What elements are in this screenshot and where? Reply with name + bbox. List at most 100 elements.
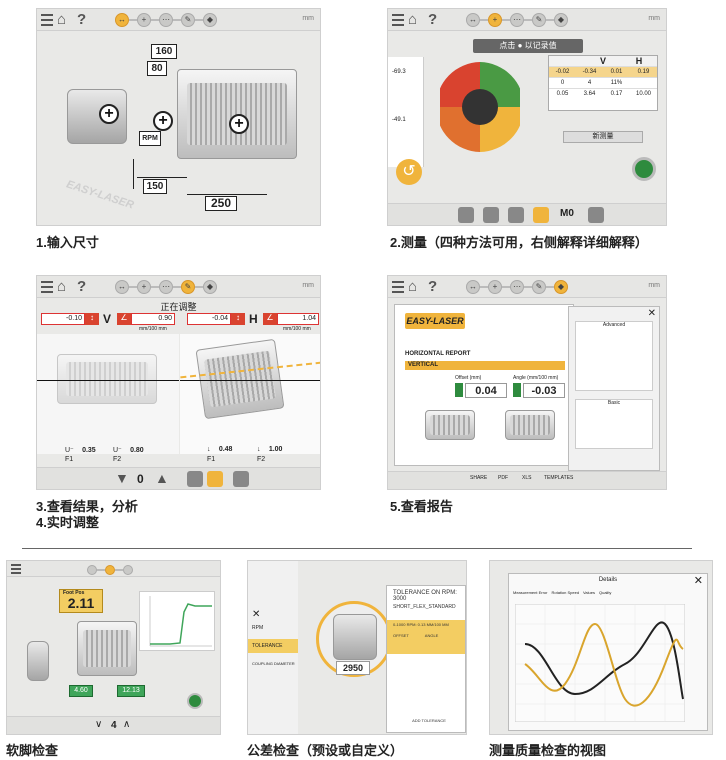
step-measure-icon[interactable]: +	[488, 280, 502, 294]
menu-coupling-diameter[interactable]: COUPLING DIAMETER	[252, 661, 295, 666]
help-icon[interactable]: ?	[77, 11, 87, 28]
step-icon[interactable]	[123, 565, 133, 575]
help-icon[interactable]: ?	[77, 278, 87, 295]
home-icon[interactable]: ⌂	[57, 11, 67, 28]
method-clock-icon[interactable]	[508, 207, 524, 223]
step-measure-icon[interactable]: +	[137, 280, 151, 294]
step-icon[interactable]	[87, 565, 97, 575]
share-button[interactable]: SHARE	[470, 475, 488, 481]
step-report-icon[interactable]: ◆	[203, 13, 217, 27]
details-tabs: Measurement Error Rotation Speed Values …	[513, 590, 611, 595]
step-result-icon[interactable]: ⋯	[510, 280, 524, 294]
home-icon[interactable]: ⌂	[57, 278, 67, 295]
dimension-80[interactable]: 80	[147, 61, 167, 76]
step-report-icon[interactable]: ◆	[554, 13, 568, 27]
tab-values[interactable]: Values	[583, 590, 595, 595]
step-adjust-icon[interactable]: ✎	[532, 280, 546, 294]
step-dimensions-icon[interactable]: ↔	[466, 280, 480, 294]
offset-icon: ↕	[231, 313, 245, 325]
dimension-250[interactable]: 250	[205, 196, 237, 211]
new-measurement-button[interactable]: 新测量	[563, 131, 643, 143]
record-button[interactable]	[187, 693, 203, 709]
next-foot-icon[interactable]: ∧	[123, 719, 131, 730]
tab-quality[interactable]: Quality	[598, 590, 612, 595]
live-adjust-icon[interactable]	[207, 471, 223, 487]
step-report-icon[interactable]: ◆	[203, 280, 217, 294]
template-advanced[interactable]: Advanced	[575, 321, 653, 391]
tolerance-select[interactable]: SHORT_FLEX_STANDARD	[393, 604, 456, 610]
step-dimensions-icon[interactable]: ↔	[115, 13, 129, 27]
step-report-icon[interactable]: ◆	[554, 280, 568, 294]
dim-line	[187, 194, 267, 195]
pdf-button[interactable]: PDF	[498, 475, 508, 481]
tab-measurement-error[interactable]: Measurement Error	[513, 590, 548, 595]
rpm-input[interactable]: 2950	[336, 661, 370, 675]
add-tolerance-button[interactable]: ADD TOLERANCE	[412, 718, 446, 723]
menu-rpm[interactable]: RPM	[252, 625, 264, 631]
dimension-160[interactable]: 160	[151, 44, 177, 59]
template-basic[interactable]: Basic	[575, 399, 653, 449]
motor-drawing	[195, 338, 285, 420]
foot-value: 2.11	[67, 595, 95, 611]
rpm-label[interactable]: RPM	[139, 131, 161, 146]
step-measure-icon[interactable]: +	[137, 13, 151, 27]
step-icon[interactable]	[105, 565, 115, 575]
screen-measure: ⌂ ? ↔ + ⋯ ✎ ◆ mm 点击 ● 以记录值 -69.3 -49.1 V…	[387, 8, 667, 226]
help-icon[interactable]: ?	[428, 278, 438, 295]
home-icon[interactable]: ⌂	[408, 278, 418, 295]
f2-label: F2	[113, 456, 122, 463]
step-result-icon[interactable]: ⋯	[159, 13, 173, 27]
bottom-value: M0	[560, 208, 574, 219]
menu-icon[interactable]	[392, 281, 404, 293]
help-icon[interactable]: ?	[428, 11, 438, 28]
arrow-up-icon[interactable]: ▲	[155, 470, 169, 486]
step-adjust-icon[interactable]: ✎	[532, 13, 546, 27]
xls-button[interactable]: XLS	[522, 475, 532, 481]
arrow-down-icon[interactable]: ▼	[115, 470, 129, 486]
close-icon[interactable]: ✕	[693, 575, 703, 587]
top-toolbar: ⌂ ? ↔ + ⋯ ✎ ◆ mm	[388, 276, 666, 298]
menu-icon[interactable]	[41, 14, 53, 26]
method-9-12-3-icon[interactable]	[483, 207, 499, 223]
templates-button[interactable]: TEMPLATES	[544, 475, 574, 481]
view-icon[interactable]	[187, 471, 203, 487]
method-easyturn-icon[interactable]	[458, 207, 474, 223]
caption-soft-foot: 软脚检查	[6, 743, 59, 758]
close-icon[interactable]: ✕	[252, 609, 261, 620]
unit-label: mm	[648, 282, 660, 289]
tab-rotation-speed[interactable]: Rotation Speed	[551, 590, 580, 595]
record-button[interactable]	[632, 157, 656, 181]
tolerance-row[interactable]: 0-1000 RPM: 0.13 MM/100 MM OFFSET ANGLE	[387, 620, 465, 654]
step-measure-icon[interactable]: +	[488, 13, 502, 27]
save-icon[interactable]	[233, 471, 249, 487]
angle-icon: ∠	[263, 313, 277, 325]
horizontal-offset-value: -0.04	[187, 313, 231, 325]
prev-foot-icon[interactable]: ∨	[95, 719, 103, 730]
step-adjust-icon[interactable]: ✎	[181, 13, 195, 27]
save-icon[interactable]	[588, 207, 604, 223]
menu-icon[interactable]	[392, 14, 404, 26]
undo-icon[interactable]: ↺	[396, 159, 422, 185]
workflow-steps: ↔ + ⋯ ✎ ◆	[466, 13, 568, 27]
step-result-icon[interactable]: ⋯	[510, 13, 524, 27]
step-dimensions-icon[interactable]: ↔	[115, 280, 129, 294]
ok-indicator	[455, 383, 463, 397]
step-dimensions-icon[interactable]: ↔	[466, 13, 480, 27]
menu-tolerance[interactable]: TOLERANCE	[248, 639, 298, 653]
step-adjust-icon[interactable]: ✎	[181, 280, 195, 294]
home-icon[interactable]: ⌂	[408, 11, 418, 28]
rotation-dial[interactable]	[440, 57, 520, 157]
step-result-icon[interactable]: ⋯	[159, 280, 173, 294]
close-icon[interactable]: ✕	[647, 308, 656, 319]
menu-icon[interactable]	[11, 564, 21, 574]
menu-icon[interactable]	[41, 281, 53, 293]
f1-label: F1	[207, 456, 216, 463]
method-multipoint-icon[interactable]	[533, 207, 549, 223]
dimension-150[interactable]: 150	[143, 179, 167, 194]
section-divider	[22, 548, 692, 549]
unit-label: mm	[302, 282, 314, 289]
